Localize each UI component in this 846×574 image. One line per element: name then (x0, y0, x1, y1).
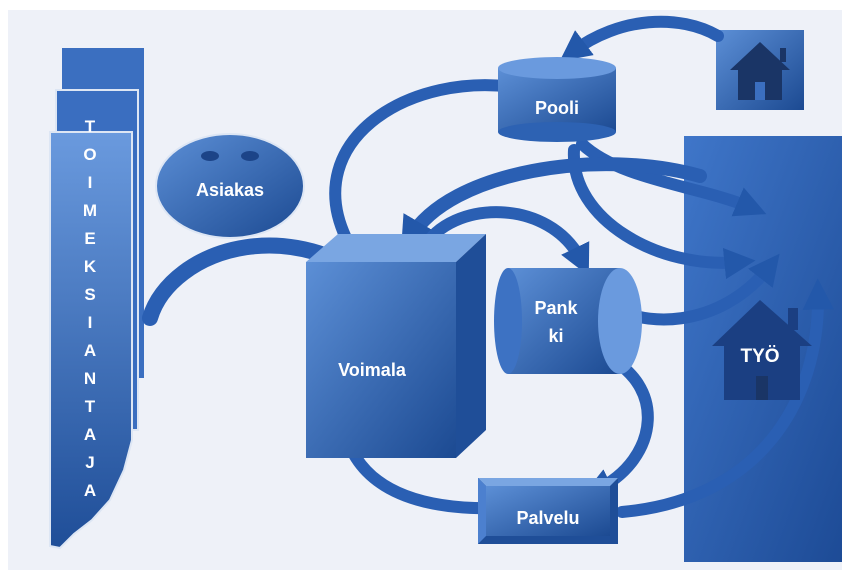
letter-5: E (84, 229, 95, 248)
letter-7: S (84, 285, 95, 304)
palvelu-node: Palvelu (478, 478, 618, 544)
pankki-label-1: Pank (534, 298, 578, 318)
tyo-label: TYÖ (740, 346, 779, 367)
pooli-label: Pooli (535, 98, 579, 118)
letter-11: T (85, 397, 96, 416)
letter-1: T (85, 117, 96, 136)
house-icon (730, 42, 790, 100)
eye-right (241, 151, 259, 161)
letter-9: A (84, 341, 96, 360)
palvelu-label: Palvelu (516, 508, 579, 528)
eye-left (201, 151, 219, 161)
asiakas-node: Asiakas (155, 133, 305, 239)
letter-14: A (84, 481, 96, 500)
home-box (716, 30, 804, 110)
arrow-pooli-to-tyo-2 (567, 144, 756, 280)
pankki-node: Pank ki (494, 268, 642, 374)
pankki-label-2: ki (548, 326, 563, 346)
arrow-pooli-to-tyo-1 (576, 138, 767, 217)
letter-13: J (85, 453, 94, 472)
toimeksiantaja-shape (49, 48, 144, 550)
letter-2: O (83, 145, 96, 164)
letter-6: K (84, 257, 97, 276)
arrow-palvelu-to-tyo (616, 278, 834, 518)
letter-8: I (88, 313, 93, 332)
letter-10: N (84, 369, 96, 388)
toimeksiantaja-label: T O I M E K S I A N T A J A (83, 117, 97, 500)
letter-3: I (88, 173, 93, 192)
arrow-home-to-pooli (559, 15, 724, 62)
pooli-node: Pooli (498, 57, 616, 142)
house-icon-large (712, 300, 812, 400)
arrow-voimala-to-pooli (329, 70, 536, 244)
letter-4: M (83, 201, 97, 220)
voimala-node: Voimala (306, 234, 486, 458)
letter-12: A (84, 425, 96, 444)
asiakas-label: Asiakas (196, 180, 264, 200)
tyo-house: TYÖ (712, 300, 812, 400)
arrow-tyo-to-voimala (400, 157, 707, 254)
arrow-voimala-to-pankki (418, 206, 590, 277)
voimala-label: Voimala (338, 360, 407, 380)
